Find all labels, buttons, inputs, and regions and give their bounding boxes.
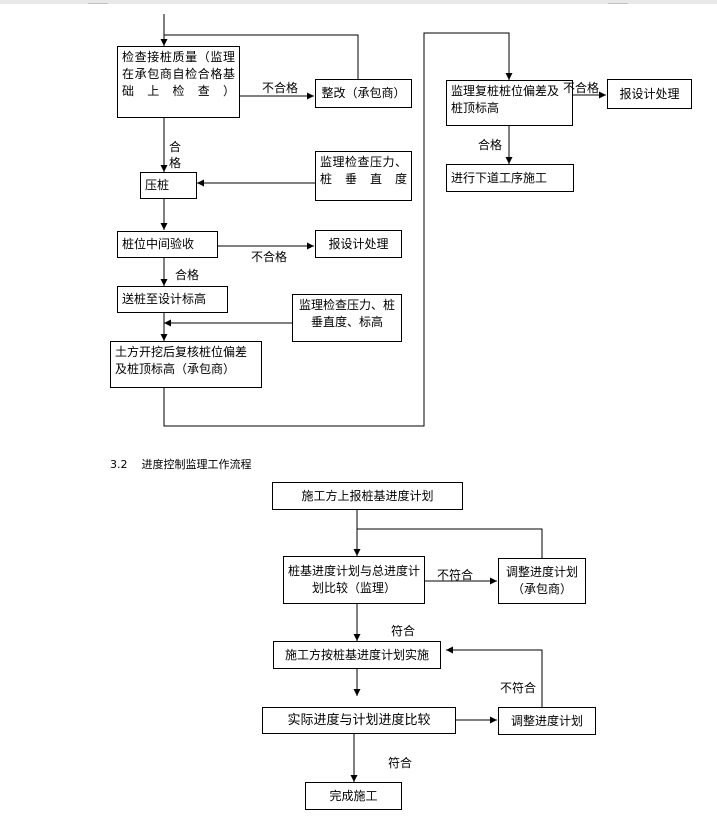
page-top-edge (0, 0, 717, 4)
supervise-recheck-box: 监理复桩桩位偏差及桩顶标高 (446, 80, 573, 126)
label-unqualified-1: 不合格 (262, 81, 299, 95)
label-not-match-1: 不符合 (437, 568, 474, 582)
rectify-box: 整改（承包商） (315, 79, 412, 108)
actual-compare-box: 实际进度与计划进度比较 (262, 707, 456, 734)
label-qualified-1: 合格 (169, 140, 182, 170)
section-title: 进度控制监理工作流程 (141, 458, 252, 471)
arrow-rectify-return (164, 34, 359, 79)
arrow-adjust-2-return (446, 646, 543, 707)
label-match-2: 符合 (388, 756, 413, 770)
label-not-match-2: 不符合 (500, 681, 537, 695)
section-heading: 3.2 进度控制监理工作流程 (110, 456, 252, 472)
label-unqualified-2: 不合格 (251, 250, 288, 264)
press-pile-box: 压桩 (140, 172, 197, 199)
arrow-long-connector (163, 32, 513, 427)
supervise-pressure-box: 监理检查压力、桩垂直度 (315, 151, 412, 201)
report-schedule-box: 施工方上报桩基进度计划 (272, 482, 463, 510)
report-design-box-1: 报设计处理 (315, 230, 402, 258)
label-unqualified-3: 不合格 (563, 81, 600, 95)
section-number: 3.2 (110, 458, 128, 471)
adjust-schedule-box-1: 调整进度计划（承包商） (498, 558, 586, 604)
mid-acceptance-box: 桩位中间验收 (117, 231, 218, 258)
label-match-1: 符合 (391, 624, 416, 638)
earthwork-recheck-box: 土方开挖后复核桩位偏差及桩顶标高（承包商） (110, 341, 262, 388)
margin-mark-left (88, 3, 108, 4)
check-quality-box: 检查接桩质量（监理在承包商自检合格基础上检查） (117, 46, 240, 118)
compare-schedule-box: 桩基进度计划与总进度计划比较（监理） (283, 556, 425, 604)
implement-box: 施工方按桩基进度计划实施 (273, 641, 441, 669)
arrow-adjust-1-return (357, 528, 543, 558)
label-qualified-2: 合格 (175, 268, 200, 282)
label-qualified-3: 合格 (478, 138, 503, 152)
supervise-pressure-box-2: 监理检查压力、桩垂直度、标高 (292, 294, 402, 342)
report-design-box-2: 报设计处理 (607, 79, 692, 109)
adjust-schedule-box-2: 调整进度计划 (498, 707, 596, 735)
margin-mark-right (608, 3, 628, 4)
complete-box: 完成施工 (305, 782, 402, 810)
next-process-box: 进行下道工序施工 (446, 164, 574, 192)
send-to-elevation-box: 送桩至设计标高 (117, 286, 228, 313)
